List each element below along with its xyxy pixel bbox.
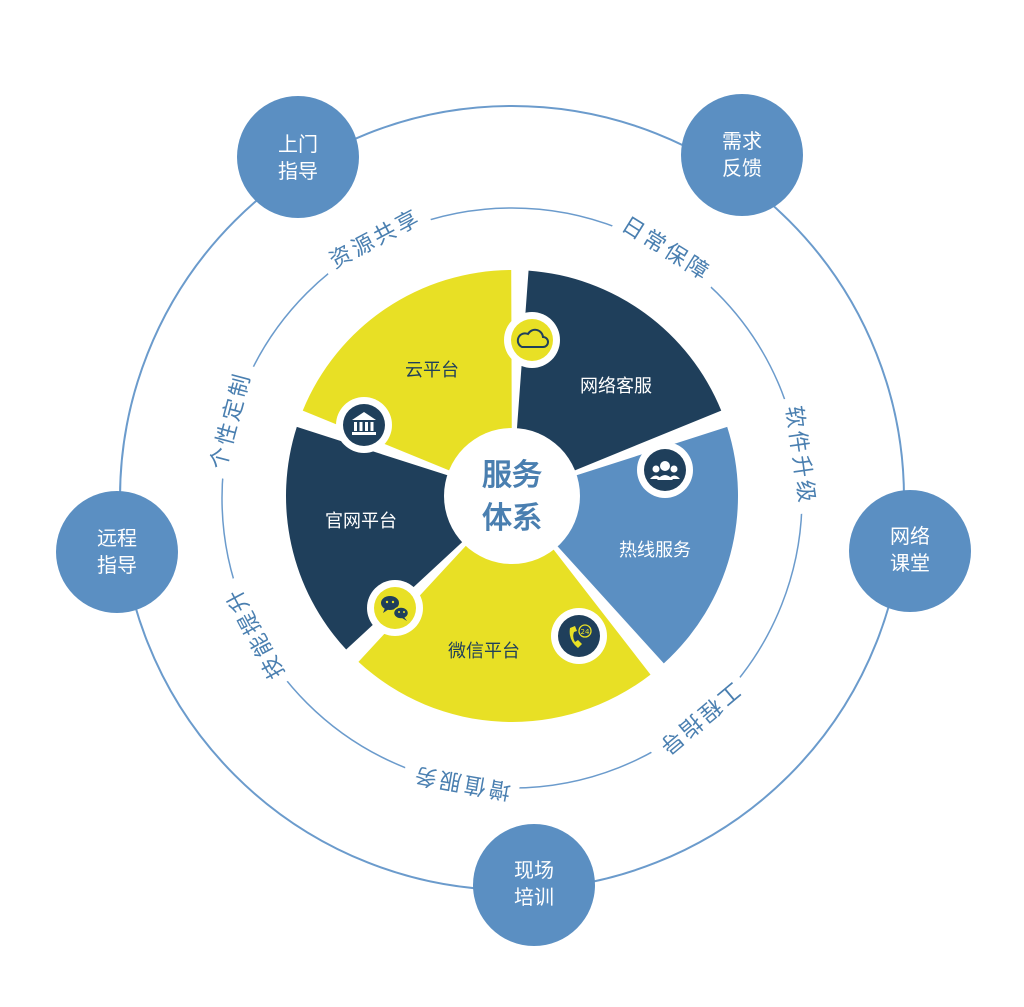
phone-knob[interactable]: 24 [551, 608, 607, 664]
segment-label-cloud-platform: 云平台 [405, 360, 459, 381]
satellite-demand-feedback-line2: 反馈 [722, 156, 762, 180]
segment-label-online-service: 网络客服 [580, 376, 652, 397]
satellite-remote-guidance-line2: 指导 [97, 553, 137, 577]
satellite-demand-feedback[interactable]: 需求 反馈 [681, 94, 803, 216]
ring-label-backdrop [775, 395, 824, 516]
phone-24h-icon: 24 [569, 624, 592, 648]
satellite-onsite-guidance[interactable]: 上门 指导 [237, 96, 359, 218]
ring-label-backdrop [201, 360, 263, 482]
segment-label-hotline-service: 热线服务 [619, 540, 691, 561]
center-title-line2: 体系 [482, 501, 542, 536]
customer-service-icon [650, 461, 680, 480]
wechat-icon [381, 596, 410, 621]
segment-label-wechat-platform: 微信平台 [448, 641, 520, 662]
segment-wechat-platform[interactable] [358, 540, 651, 722]
ring-label: 工程指导 [652, 677, 745, 760]
wechat-knob[interactable] [367, 580, 423, 636]
ring-label: 日常保障 [617, 213, 715, 287]
segment-online-service[interactable] [516, 270, 722, 474]
satellite-onsite-guidance-line2: 指导 [278, 159, 318, 183]
center-circle [444, 428, 580, 564]
cloud-knob[interactable] [504, 312, 560, 368]
segment-label-website-platform: 官网平台 [325, 511, 397, 532]
satellite-remote-guidance-line1: 远程 [97, 526, 137, 550]
ring-label-backdrop [643, 668, 754, 768]
satellite-onsite-training[interactable]: 现场 培训 [473, 824, 595, 946]
ring-label-backdrop [317, 198, 435, 282]
bank-icon [352, 412, 376, 435]
satellite-online-class-line2: 课堂 [890, 551, 930, 575]
cloud-icon [516, 328, 549, 348]
satellite-online-class[interactable]: 网络 课堂 [849, 490, 971, 612]
center-title-line1: 服务 [482, 458, 542, 493]
ring-label-backdrop [214, 573, 298, 691]
ring-label-backdrop [608, 205, 724, 295]
satellite-online-class-line1: 网络 [890, 524, 930, 548]
ring-label-backdrop [401, 755, 522, 808]
satellite-demand-feedback-line1: 需求 [722, 129, 762, 153]
satellite-onsite-guidance-line1: 上门 [278, 132, 318, 156]
satellite-remote-guidance[interactable]: 远程 指导 [56, 491, 178, 613]
satellite-onsite-training-line2: 培训 [514, 885, 554, 909]
satellite-onsite-training-line1: 现场 [514, 858, 554, 882]
segment-website-platform[interactable] [285, 426, 468, 650]
segment-hotline-service[interactable] [552, 426, 738, 664]
svg-text:24: 24 [581, 628, 590, 636]
ring-label: 个性定制 [206, 369, 256, 472]
customer-service-knob[interactable] [637, 442, 693, 498]
bank-knob[interactable] [336, 397, 392, 453]
